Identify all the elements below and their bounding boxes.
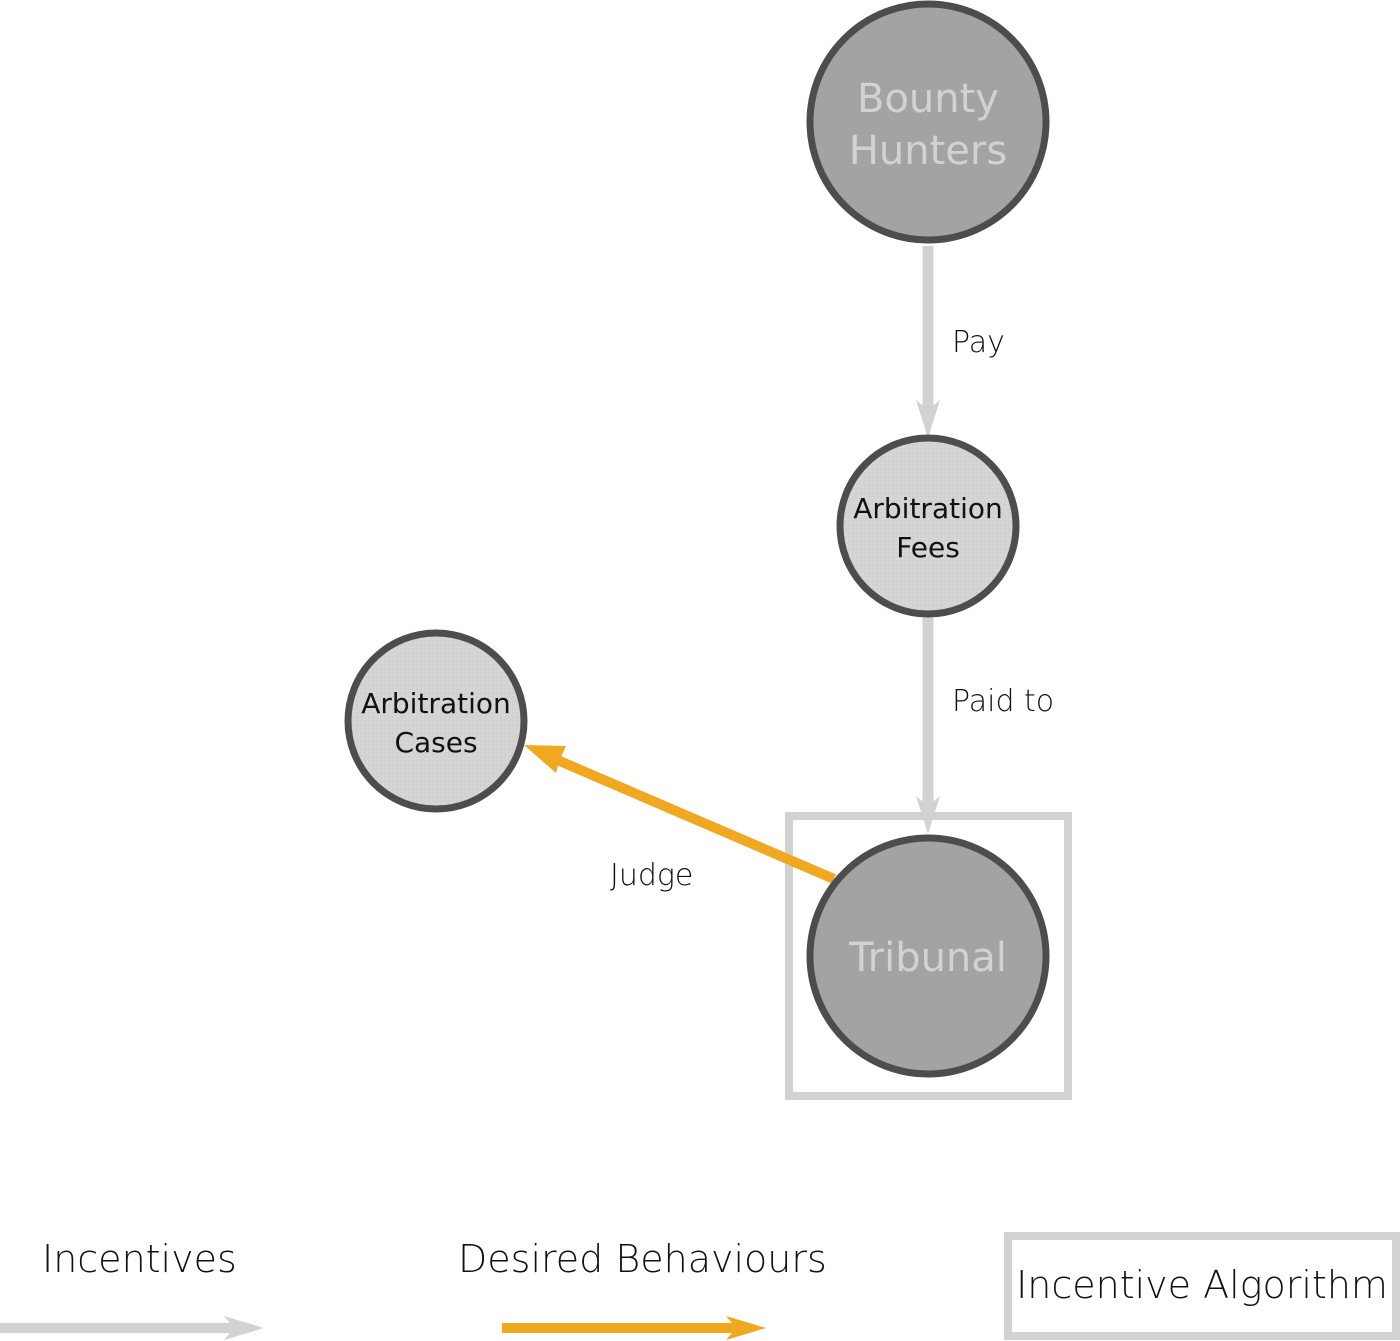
edge-paid-to — [916, 616, 940, 834]
node-arbitration-cases-line2: Cases — [394, 726, 477, 759]
edge-label-judge: Judge — [610, 858, 693, 893]
node-bounty-hunters: Bounty Hunters — [806, 0, 1050, 244]
edge-label-paid-to: Paid to — [952, 684, 1054, 719]
node-arbitration-fees: Arbitration Fees — [836, 434, 1020, 618]
edge-pay — [916, 246, 940, 438]
node-arbitration-cases-line1: Arbitration — [361, 687, 511, 720]
legend-incentive-algorithm: Incentive Algorithm — [1004, 1232, 1400, 1340]
legend-incentive-algorithm-box — [1004, 1232, 1400, 1340]
incentive-algorithm-box — [785, 812, 1072, 1100]
legend-incentives-label: Incentives — [42, 1237, 237, 1281]
legend-incentive-algorithm-label: Incentive Algorithm — [1016, 1263, 1388, 1307]
node-arbitration-fees-line2: Fees — [896, 531, 960, 564]
legend-desired-behaviours-label: Desired Behaviours — [458, 1237, 827, 1281]
node-tribunal: Tribunal — [806, 834, 1050, 1078]
legend-incentives: Incentives — [0, 1237, 264, 1340]
node-arbitration-fees-line1: Arbitration — [853, 492, 1003, 525]
legend-desired-behaviours: Desired Behaviours — [458, 1237, 827, 1340]
node-arbitration-cases: Arbitration Cases — [344, 629, 528, 813]
node-tribunal-label: Tribunal — [848, 935, 1007, 981]
edge-label-pay: Pay — [952, 325, 1005, 360]
node-bounty-hunters-line2: Hunters — [849, 128, 1007, 174]
edge-judge — [524, 745, 836, 884]
node-bounty-hunters-line1: Bounty — [857, 76, 999, 122]
